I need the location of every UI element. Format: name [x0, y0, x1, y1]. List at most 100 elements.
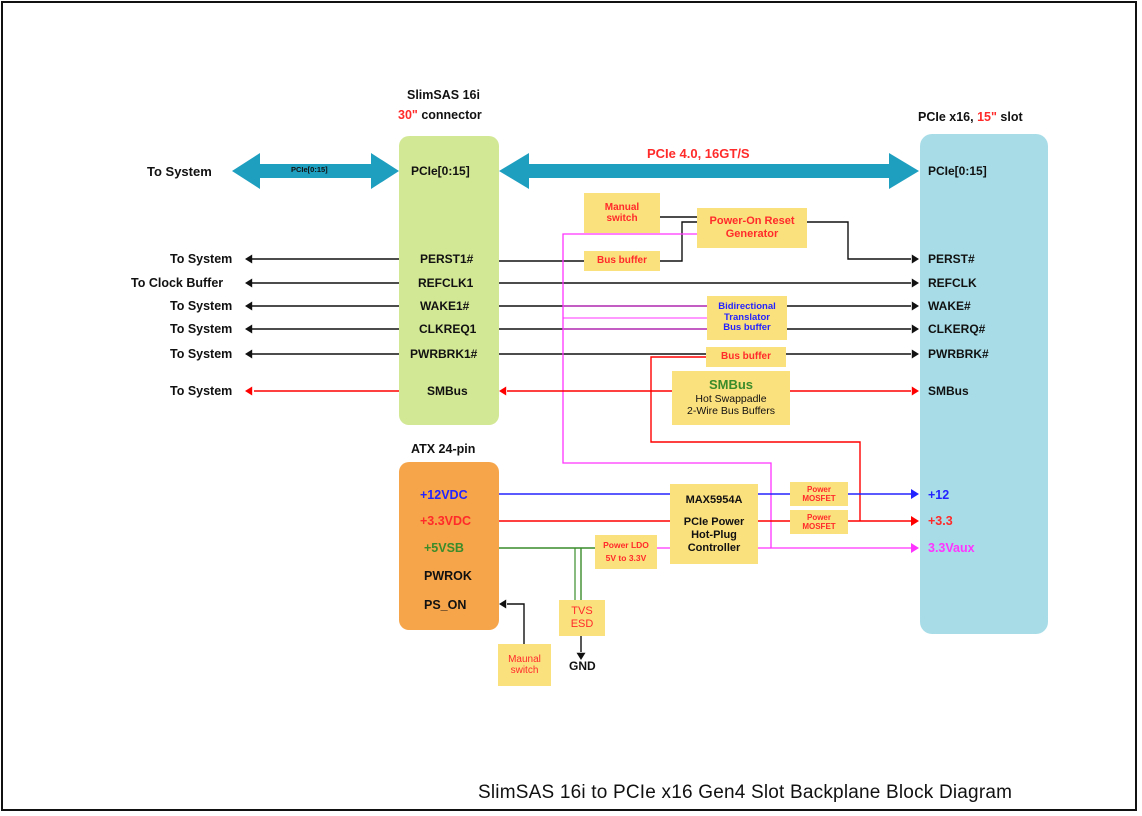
slot-pcie-label: PCIe[0:15]	[928, 164, 987, 178]
gnd-label: GND	[569, 659, 596, 673]
left-wake-to-system: To System	[170, 299, 233, 313]
left-smbus-arrowhead	[245, 386, 253, 396]
maunal-line1: Maunal	[508, 653, 541, 665]
hotplug-lines: PCIe Power Hot-Plug Controller	[684, 516, 745, 554]
slimsas-subtitle: 30" connector	[398, 109, 482, 122]
pcie-slot-box	[920, 134, 1048, 634]
slot-title-post: slot	[996, 110, 1023, 124]
atx-pwrok: PWROK	[424, 569, 472, 583]
ldo-line2: 5V to 3.3V	[605, 552, 647, 563]
slimsas-perst1: PERST1#	[420, 252, 474, 266]
smbus-buffer-title: SMBus	[708, 377, 754, 393]
atx-rail-12vdc: +12VDC	[420, 488, 468, 502]
slimsas-clkreq1: CLKREQ1	[419, 322, 477, 336]
atx-rail-5vsb: +5VSB	[424, 541, 464, 555]
bus-buffer-pwrbrk: Bus buffer	[706, 347, 786, 367]
hotplug-line4: Controller	[687, 541, 741, 554]
power-mosfet-3v3: Power MOSFET	[790, 510, 848, 534]
left-perst-to-system: To System	[170, 252, 233, 266]
refclk-arrowhead	[911, 278, 919, 288]
slimsas-refclk1: REFCLK1	[418, 276, 474, 290]
smbus-right-arrowhead	[911, 386, 919, 396]
slot-perst: PERST#	[928, 252, 975, 266]
slot-rail-3v3: +3.3	[928, 514, 953, 528]
por-to-perst-line	[807, 221, 911, 260]
por-line1: Power-On Reset	[709, 215, 795, 228]
smbus-buffer-block: SMBus Hot Swappadle 2-Wire Bus Buffers	[672, 371, 790, 425]
left-pcie-small-label: PCIe[0:15]	[291, 165, 328, 174]
ldo-line1: Power LDO	[603, 539, 649, 550]
slot-clkerq: CLKERQ#	[928, 322, 986, 336]
slot-wake: WAKE#	[928, 299, 971, 313]
mosfet2-line2: MOSFET	[802, 522, 836, 531]
hotplug-controller-block: MAX5954A PCIe Power Hot-Plug Controller	[670, 484, 758, 564]
perst-arrowhead	[911, 254, 919, 264]
bidirectional-translator-block: Bidirectional Translator Bus buffer	[707, 296, 787, 340]
tvs-line1: TVS	[571, 605, 593, 618]
slimsas-pcie-label: PCIe[0:15]	[411, 164, 470, 178]
ps-on-switch-line	[507, 603, 525, 644]
bus-buffer-perst: Bus buffer	[584, 251, 660, 271]
manual-switch-line1: Manual	[604, 201, 640, 213]
atx-title: ATX 24-pin	[411, 442, 476, 456]
left-pwrbrk-to-system: To System	[170, 347, 233, 361]
ps-on-arrowhead	[499, 599, 507, 609]
slot-title-pre: PCIe x16,	[918, 110, 978, 124]
slot-title: PCIe x16, 15" slot	[918, 111, 1023, 124]
bus-buffer-perst-label: Bus buffer	[597, 255, 647, 267]
slot-refclk: REFCLK	[928, 276, 977, 290]
buffer-to-por-line	[660, 221, 697, 262]
slimsas-wake1: WAKE1#	[420, 299, 470, 313]
pwrbrk-arrowhead	[911, 349, 919, 359]
slot-12v-arrowhead	[911, 489, 919, 499]
hotplug-line2: PCIe Power	[683, 516, 745, 529]
left-signal-arrowhead-1	[245, 278, 253, 288]
slimsas-smbus: SMBus	[427, 384, 468, 398]
slot-pwrbrk: PWRBRK#	[928, 347, 989, 361]
slimsas-length: 30"	[398, 108, 418, 122]
atx-ps-on: PS_ON	[424, 598, 467, 612]
manual-switch-line2: switch	[606, 213, 638, 224]
bidir-line2: Translator	[724, 311, 770, 323]
slimsas-title: SlimSAS 16i	[407, 88, 480, 102]
smbus-left-arrowhead	[499, 386, 507, 396]
mosfet2-line1: Power	[806, 512, 831, 522]
pcie-link-label: PCIe 4.0, 16GT/S	[647, 146, 750, 161]
tvs-esd-block: TVS ESD	[559, 600, 605, 636]
manual-switch-block: Manual switch	[584, 193, 660, 233]
slimsas-connector-box	[399, 136, 499, 425]
maunal-line2: switch	[510, 665, 539, 676]
smbus-buffer-line1: Hot Swappadle	[695, 393, 767, 406]
hotplug-line3: Hot-Plug	[691, 528, 737, 541]
wake-arrowhead	[911, 301, 919, 311]
hotplug-line1: MAX5954A	[685, 493, 743, 506]
slot-rail-3v3aux: 3.3Vaux	[928, 541, 975, 555]
maunal-switch-block: Maunal switch	[498, 644, 551, 686]
pcie-gen4-link-arrow	[499, 153, 919, 189]
bidir-line1: Bidirectional	[718, 300, 776, 312]
slot-rail-12v: +12	[928, 488, 950, 502]
power-mosfet-12v: Power MOSFET	[790, 482, 848, 506]
power-on-reset-generator: Power-On Reset Generator	[697, 208, 807, 248]
left-signal-arrowhead-0	[245, 254, 253, 264]
mosfet1-line2: MOSFET	[802, 494, 836, 503]
aux-power-arrowhead	[911, 543, 919, 553]
diagram-title: SlimSAS 16i to PCIe x16 Gen4 Slot Backpl…	[478, 782, 1013, 803]
smbus-buffer-line2: 2-Wire Bus Buffers	[687, 405, 775, 418]
left-refclk-to-clock-buffer: To Clock Buffer	[131, 276, 224, 290]
slimsas-subtitle-rest: connector	[417, 108, 482, 122]
por-line2: Generator	[725, 228, 779, 240]
mosfet1-line1: Power	[806, 484, 831, 494]
bus-buffer-pwrbrk-label: Bus buffer	[721, 351, 771, 363]
slot-3v3-arrowhead	[911, 516, 919, 526]
bidir-line3: Bus buffer	[723, 322, 771, 334]
aux-power-main-line	[562, 233, 911, 549]
power-ldo-block: Power LDO 5V to 3.3V	[595, 535, 657, 569]
left-signal-arrowhead-2	[245, 301, 253, 311]
tvs-line2: ESD	[570, 618, 594, 630]
left-signal-arrowhead-3	[245, 324, 253, 334]
clkreq-arrowhead	[911, 324, 919, 334]
slot-length: 15"	[977, 110, 997, 124]
